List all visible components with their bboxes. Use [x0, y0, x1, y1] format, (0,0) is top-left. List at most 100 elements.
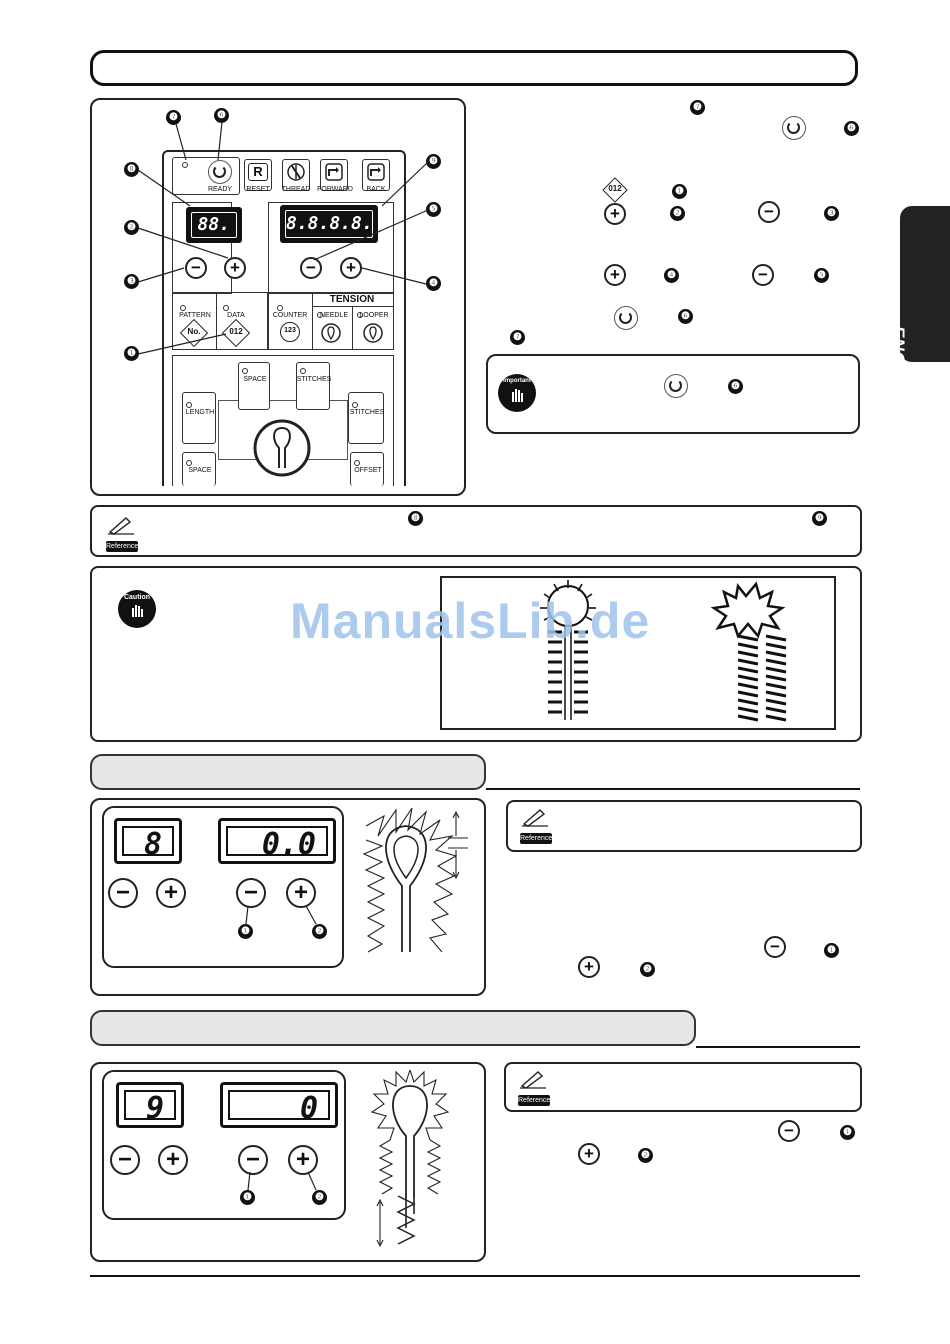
important-num-6: ❻	[728, 379, 743, 394]
reference-num-8: ❽	[408, 511, 423, 526]
stitches-key[interactable]	[296, 362, 330, 410]
space2-led	[186, 460, 192, 466]
pattern-plus-button[interactable]: +	[224, 257, 246, 279]
callout-8: ❽	[124, 162, 139, 177]
instr-num-5: ❺	[814, 268, 829, 283]
instr-num-4: ❹	[664, 268, 679, 283]
section2-data-plus[interactable]: +	[286, 878, 316, 908]
section2-rule	[486, 788, 860, 790]
language-tab-label: ENGLISH	[889, 326, 908, 409]
section2-data-minus[interactable]: −	[236, 878, 266, 908]
important-ready-icon	[664, 374, 688, 398]
instr-ready-icon	[782, 116, 806, 140]
section2-reference-label: Reference	[520, 833, 553, 844]
section2-panel-frame	[102, 806, 344, 968]
counter-led	[277, 305, 283, 311]
forward-label: FORWARD	[317, 186, 353, 193]
reference-badge-label: Reference	[106, 541, 139, 552]
callout-leaders	[137, 121, 429, 355]
section3-data-display: 0	[220, 1082, 338, 1128]
ready-label: READY	[207, 186, 233, 193]
ready-led	[182, 162, 188, 168]
data-glyph: 012	[229, 327, 243, 336]
control-panel-body	[162, 150, 406, 486]
offset-key[interactable]	[350, 452, 384, 486]
section2-data-value: 0.0	[226, 826, 328, 862]
callout-3: ❸	[124, 274, 139, 289]
stitches-led	[300, 368, 306, 374]
space2-key[interactable]	[182, 452, 216, 486]
callout-6: ❻	[214, 108, 229, 123]
section3-data-plus[interactable]: +	[288, 1145, 318, 1175]
section2-data-display: 0.0	[218, 818, 336, 864]
section3-buttonhole-figure	[370, 1069, 450, 1248]
page-title-bar	[90, 50, 858, 86]
length-label: LENGTH	[185, 409, 215, 416]
ready-button[interactable]	[208, 160, 232, 184]
tension-divider-1	[312, 292, 313, 350]
thread-label: THREAD	[281, 186, 311, 193]
section3-text-minus-icon: −	[778, 1120, 800, 1142]
needle-tension-icon[interactable]	[320, 322, 342, 344]
reference-num-9: ❾	[812, 511, 827, 526]
pattern-data-frame	[172, 292, 268, 350]
instr-data-glyph: 012	[608, 184, 622, 193]
section2-reference-badge: Reference	[520, 806, 552, 844]
caution-badge-label: Caution	[123, 594, 151, 601]
section3-heading-bar	[90, 1010, 696, 1046]
instr-minus-icon-2: −	[752, 264, 774, 286]
space2-label: SPACE	[188, 467, 212, 474]
section2-callout-1: ❶	[238, 924, 253, 939]
tension-frame	[268, 292, 394, 350]
section3-pattern-minus[interactable]: −	[110, 1145, 140, 1175]
back-button[interactable]	[362, 159, 390, 191]
section2-text-num-1: ❶	[824, 943, 839, 958]
important-badge: Important	[498, 374, 536, 412]
ready-key-group	[172, 157, 240, 195]
section3-data-value: 0	[228, 1090, 330, 1126]
space-label: SPACE	[243, 376, 267, 383]
back-label: BACK	[366, 186, 386, 193]
offset-led	[354, 460, 360, 466]
instr-plus-icon-2: +	[604, 264, 626, 286]
offset-label: OFFSET	[354, 467, 382, 474]
pencil-note-icon	[520, 1071, 546, 1089]
section2-pattern-plus[interactable]: +	[156, 878, 186, 908]
callout-7: ❼	[166, 110, 181, 125]
section2-leaders	[245, 905, 317, 925]
data-plus-button[interactable]: +	[340, 257, 362, 279]
stitches2-key[interactable]	[348, 392, 384, 444]
data-label: DATA	[227, 312, 245, 319]
section3-text-num-2: ❷	[638, 1148, 653, 1163]
section2-text-num-2: ❷	[640, 962, 655, 977]
thread-button[interactable]	[282, 159, 310, 191]
hand-stop-icon	[512, 389, 523, 402]
pattern-led	[180, 305, 186, 311]
section2-buttonhole-figure	[362, 807, 468, 953]
pencil-note-icon	[108, 517, 134, 535]
pattern-display-frame	[172, 202, 232, 294]
looper-led	[357, 312, 363, 318]
section2-heading-bar	[90, 754, 486, 790]
section2-pattern-value: 8	[122, 826, 174, 862]
counter-button[interactable]	[280, 322, 300, 342]
needle-label: NEEDLE	[319, 312, 348, 319]
hand-caution-icon	[132, 605, 143, 617]
counter-glyph: 123	[284, 327, 296, 334]
instr-minus-icon: −	[758, 201, 780, 223]
section2-text-minus-icon: −	[764, 936, 786, 958]
instr-num-3: ❸	[824, 206, 839, 221]
section3-pattern-plus[interactable]: +	[158, 1145, 188, 1175]
length-key[interactable]	[182, 392, 216, 444]
section3-data-minus[interactable]: −	[238, 1145, 268, 1175]
looper-tension-icon[interactable]	[362, 322, 384, 344]
forward-button[interactable]	[320, 159, 348, 191]
section2-pattern-minus[interactable]: −	[108, 878, 138, 908]
pattern-minus-button[interactable]: −	[185, 257, 207, 279]
reset-label: RESET	[246, 186, 270, 193]
reset-button[interactable]: R	[244, 159, 272, 191]
section3-text-num-1: ❶	[840, 1125, 855, 1140]
data-minus-button[interactable]: −	[300, 257, 322, 279]
tension-label: TENSION	[329, 294, 375, 305]
tension-divider-2	[352, 306, 353, 350]
